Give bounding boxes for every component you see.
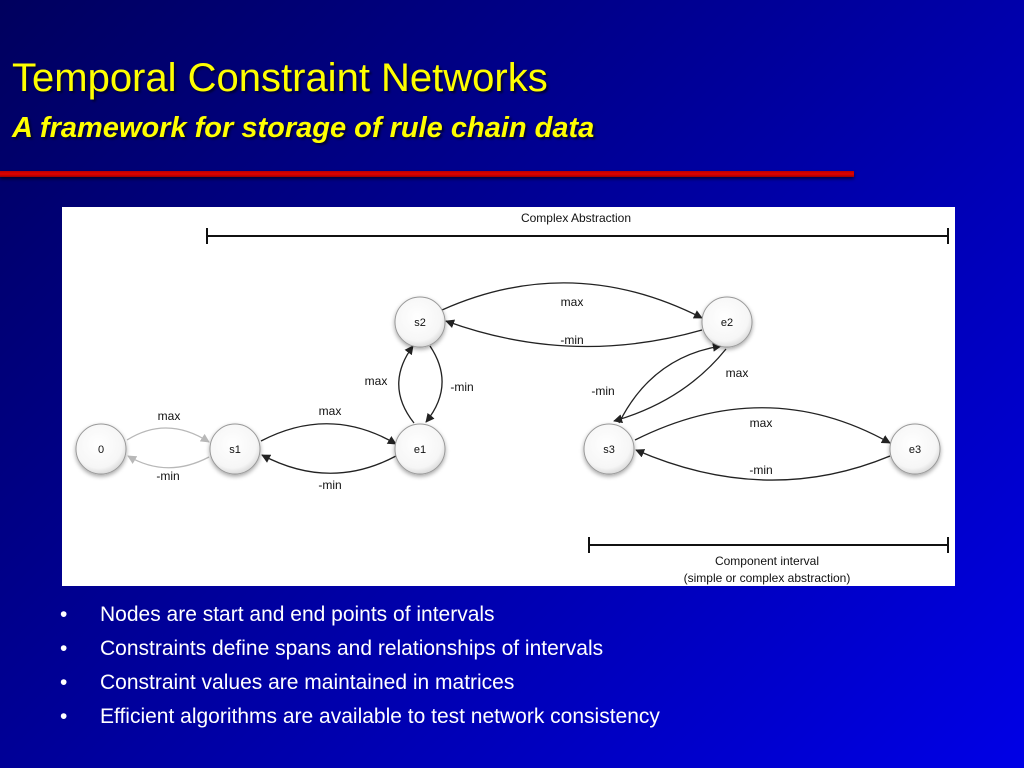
node-e3-label: e3 xyxy=(909,444,921,456)
edge-e3-to-s3-min xyxy=(635,449,891,481)
bullet-list: • Nodes are start and end points of inter… xyxy=(60,598,660,734)
title-divider xyxy=(0,171,854,177)
label-s3-e3-min: -min xyxy=(749,463,772,477)
edge-s1-to-0-min xyxy=(127,455,210,469)
network-nodes: 0 s1 e1 s2 e2 s3 xyxy=(75,296,941,475)
complex-abstraction-bracket: Complex Abstraction xyxy=(206,211,949,244)
node-s1: s1 xyxy=(209,423,261,475)
constraint-edges xyxy=(126,282,891,481)
bullet-item: • Nodes are start and end points of inter… xyxy=(60,598,660,632)
edge-e2-to-s3-max xyxy=(613,348,727,424)
label-e1-s2-max: max xyxy=(365,374,388,388)
node-e1-label: e1 xyxy=(414,444,426,456)
node-e2-label: e2 xyxy=(721,317,733,329)
node-e3: e3 xyxy=(889,423,941,475)
node-s3-label: s3 xyxy=(603,444,615,456)
node-0-label: 0 xyxy=(98,444,104,456)
label-0-s1-max: max xyxy=(158,409,181,423)
bullet-marker: • xyxy=(60,603,68,626)
bullet-marker: • xyxy=(60,637,68,660)
edge-s3-to-e2-min xyxy=(618,342,722,424)
edge-s1-to-e1-max xyxy=(260,423,397,445)
bullet-text: Constraints define spans and relationshi… xyxy=(100,637,604,660)
edge-s2-to-e2-max xyxy=(441,282,703,319)
bullet-text: Nodes are start and end points of interv… xyxy=(100,603,495,626)
label-0-s1-min: -min xyxy=(156,469,179,483)
bullet-marker: • xyxy=(60,705,68,728)
bullet-item: • Constraint values are maintained in mat… xyxy=(60,666,660,700)
label-s3-e2-min: -min xyxy=(591,384,614,398)
node-s2: s2 xyxy=(394,296,446,348)
label-s3-e2-max: max xyxy=(726,366,749,380)
edge-s3-to-e3-max xyxy=(634,407,891,444)
node-s3: s3 xyxy=(583,423,635,475)
node-e1: e1 xyxy=(394,423,446,475)
node-0: 0 xyxy=(75,423,127,475)
diagram-canvas: Complex Abstraction Component interval (… xyxy=(75,211,949,585)
slide-subtitle: A framework for storage of rule chain da… xyxy=(12,112,595,144)
edge-s2-to-e1-min xyxy=(425,345,443,423)
node-e2: e2 xyxy=(701,296,753,348)
node-s2-label: s2 xyxy=(414,317,426,329)
constraint-network-diagram: Complex Abstraction Component interval (… xyxy=(62,207,955,586)
edge-e1-to-s1-min xyxy=(261,454,397,474)
label-s2-e2-min: -min xyxy=(560,333,583,347)
edge-e1-to-s2-max xyxy=(398,345,415,424)
slide-title: Temporal Constraint Networks xyxy=(12,56,548,100)
label-e1-s2-min: -min xyxy=(450,380,473,394)
component-interval-bracket: Component interval (simple or complex ab… xyxy=(588,537,949,585)
edge-e2-to-s2-min xyxy=(445,319,703,348)
component-interval-label-line1: Component interval xyxy=(715,554,819,568)
bullet-text: Constraint values are maintained in matr… xyxy=(100,671,515,694)
label-s1-e1-min: -min xyxy=(318,478,341,492)
edge-labels: max -min max -min max -min max -min -min… xyxy=(156,295,772,492)
bullet-text: Efficient algorithms are available to te… xyxy=(100,705,660,728)
edge-0-to-s1-max xyxy=(126,427,210,443)
label-s3-e3-max: max xyxy=(750,416,773,430)
bullet-marker: • xyxy=(60,671,68,694)
label-s2-e2-max: max xyxy=(561,295,584,309)
complex-abstraction-label: Complex Abstraction xyxy=(521,211,631,225)
node-s1-label: s1 xyxy=(229,444,241,456)
component-interval-label-line2: (simple or complex abstraction) xyxy=(684,571,851,585)
label-s1-e1-max: max xyxy=(319,404,342,418)
bullet-item: • Constraints define spans and relationsh… xyxy=(60,632,660,666)
bullet-item: • Efficient algorithms are available to t… xyxy=(60,700,660,734)
